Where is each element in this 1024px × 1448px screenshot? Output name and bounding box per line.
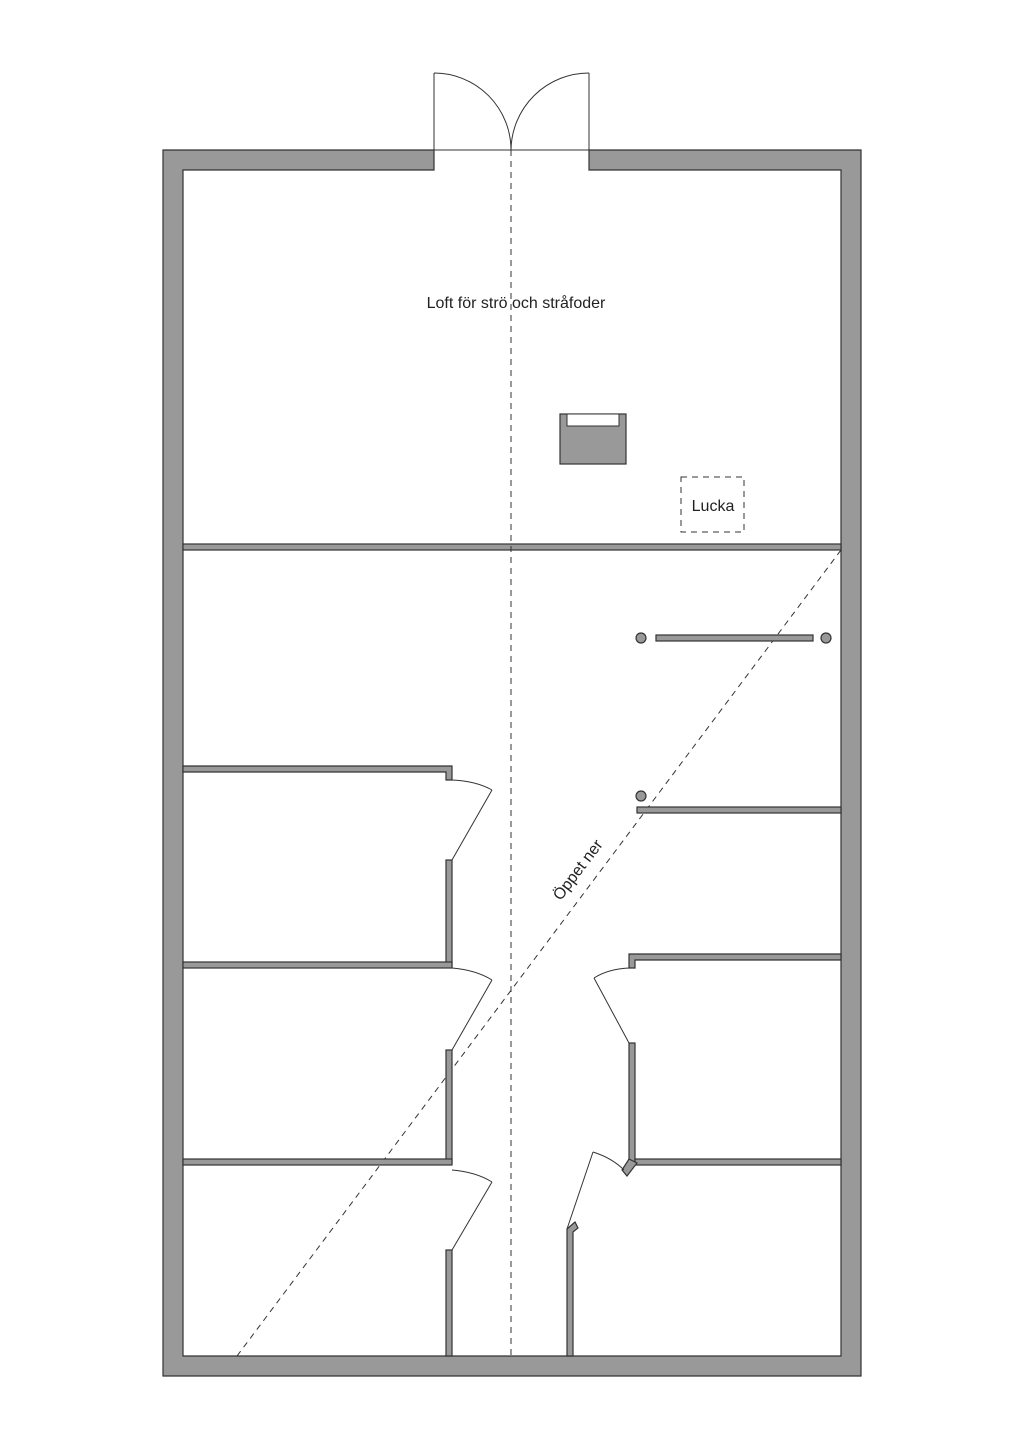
- left-stall-wall-3: [182, 1158, 453, 1166]
- post: [635, 632, 647, 644]
- post: [820, 632, 832, 644]
- left-stall-divider-1: [445, 859, 453, 967]
- right-stall-corner: [621, 1158, 638, 1177]
- open-below-label: Öppet ner: [549, 836, 607, 904]
- right-stall-wall-1: [636, 806, 842, 814]
- left-stall-wall-2: [182, 961, 453, 969]
- right-rail-bar: [655, 634, 814, 642]
- outer-wall: [162, 149, 862, 1377]
- loft-edge-wall: [182, 543, 842, 551]
- left-stall-door-3: [451, 1169, 493, 1251]
- right-stall-door-2: [566, 1151, 625, 1230]
- right-stall-door-1: [593, 967, 630, 1044]
- right-stall-divider-3: [566, 1221, 579, 1357]
- left-stall-wall-1: [182, 765, 453, 781]
- right-stall-wall-2: [628, 953, 842, 969]
- post: [635, 790, 647, 802]
- open-below-diagonal: [236, 549, 842, 1357]
- hatch-label: Lucka: [692, 498, 735, 515]
- chute-symbol: [559, 413, 627, 465]
- right-stall-wall-3: [634, 1158, 842, 1166]
- entrance-double-door: [433, 72, 590, 151]
- right-stall-divider-2: [628, 1042, 636, 1164]
- left-stall-door-2: [451, 967, 493, 1051]
- hatch-outline: [680, 476, 745, 533]
- left-stall-divider-3: [445, 1249, 453, 1357]
- loft-label: Loft för strö och stråfoder: [427, 294, 606, 312]
- left-stall-divider-2: [445, 1049, 453, 1164]
- left-stall-door-1: [451, 779, 493, 861]
